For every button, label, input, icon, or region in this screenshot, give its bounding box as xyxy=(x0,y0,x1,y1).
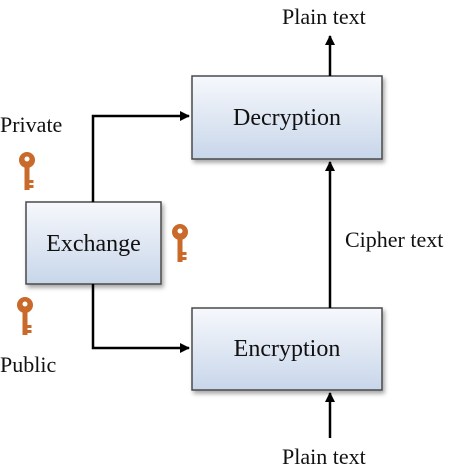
public-label: Public xyxy=(0,352,57,377)
encryption-label: Encryption xyxy=(233,336,341,362)
key-icon-exchange xyxy=(172,224,188,262)
cipher-text-label: Cipher text xyxy=(345,227,444,252)
encryption-box xyxy=(191,307,383,391)
plain-text-top-label: Plain text xyxy=(282,4,366,29)
arrow-exchange-to-encryption xyxy=(91,284,190,353)
decryption-box xyxy=(191,75,383,160)
exchange-label: Exchange xyxy=(46,231,141,257)
key-icon-private xyxy=(19,152,35,190)
private-label: Private xyxy=(0,112,63,137)
decryption-label: Decryption xyxy=(233,105,341,131)
plain-text-bottom-label: Plain text xyxy=(282,444,366,469)
key-icon-public xyxy=(17,297,33,335)
arrow-exchange-to-decryption xyxy=(91,111,190,202)
